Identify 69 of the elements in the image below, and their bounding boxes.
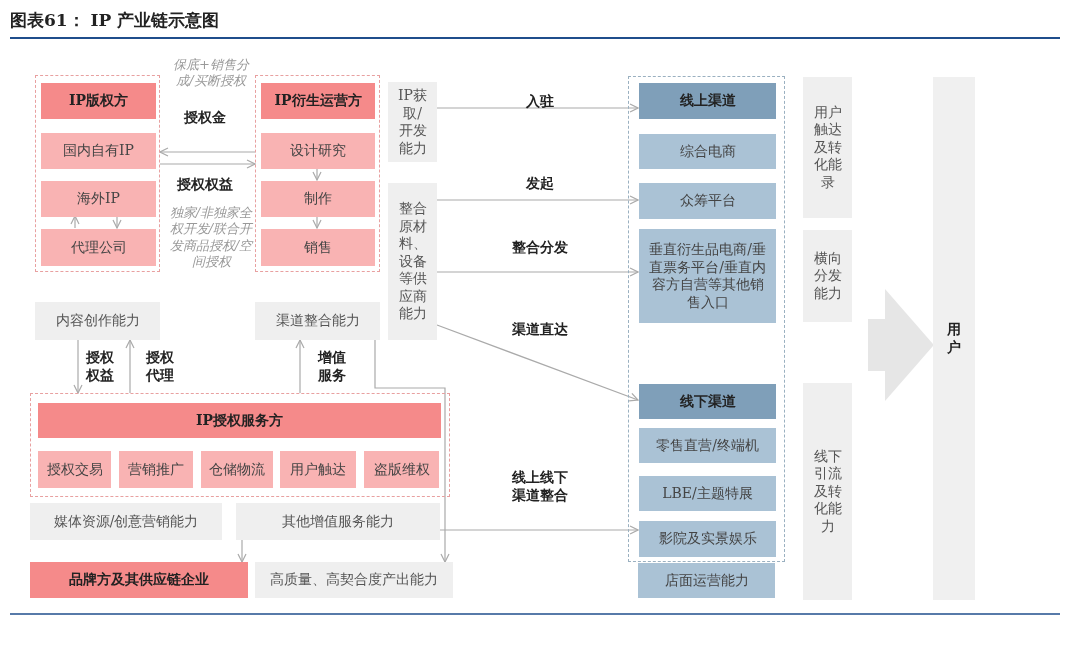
capability-box: 其他增值服务能力 — [236, 503, 440, 540]
capability-box: 媒体资源/创意营销能力 — [30, 503, 222, 540]
item-box: 影院及实景娱乐 — [639, 521, 776, 557]
edge-label: 授权权益 — [86, 348, 114, 385]
header-bar: IP衍生运营方 — [261, 83, 375, 119]
arrow — [436, 195, 639, 205]
arrow — [312, 215, 322, 229]
edge-label: 增值服务 — [318, 348, 346, 385]
item-box: LBE/主题特展 — [639, 476, 776, 511]
header-bar: 线上渠道 — [639, 83, 776, 119]
arrow — [237, 539, 247, 563]
user-column: 用户 — [933, 77, 975, 600]
item-box: 销售 — [261, 229, 375, 266]
arrow — [159, 159, 256, 169]
item-box: 仓储物流 — [201, 451, 273, 488]
arrow — [436, 324, 639, 402]
group-frame — [30, 393, 450, 497]
group-frame — [35, 75, 160, 272]
item-box: 店面运营能力 — [638, 563, 775, 598]
header-bar: 线下渠道 — [639, 384, 776, 419]
arrow — [159, 147, 256, 157]
arrow — [73, 339, 83, 394]
arrow — [436, 103, 639, 113]
arrow — [70, 215, 80, 229]
capability-box: 整合原材料、设备等供应商能力 — [388, 183, 437, 340]
arrow — [125, 339, 135, 394]
title: 图表61： IP 产业链示意图 — [10, 9, 220, 32]
note-text: 独家/非独家全权开发/联合开发商品授权/空间授权 — [168, 205, 255, 270]
block-arrow — [868, 289, 934, 401]
edge-label: 授权代理 — [146, 348, 174, 385]
capability-box: 用户触达及转化能录 — [803, 77, 852, 218]
edge-label: 发起 — [525, 174, 555, 193]
item-box: 零售直营/终端机 — [639, 428, 776, 463]
capability-box: 渠道整合能力 — [255, 302, 380, 340]
item-box: 垂直衍生品电商/垂直票务平台/垂直内容方自营等其他销售入口 — [639, 229, 776, 323]
arrow — [439, 525, 639, 535]
item-box: 国内自有IP — [41, 133, 156, 169]
edge-label: 授权金 — [183, 108, 227, 127]
item-box: 盗版维权 — [364, 451, 439, 488]
edge-label: 整合分发 — [511, 238, 569, 257]
item-box: 众筹平台 — [639, 183, 776, 219]
header-bar: IP授权服务方 — [38, 403, 441, 438]
capability-box: IP获取/开发能力 — [388, 82, 437, 162]
item-box: 制作 — [261, 181, 375, 217]
item-box: 授权交易 — [38, 451, 111, 488]
capability-box: 高质量、高契合度产出能力 — [255, 562, 453, 598]
capability-box: 内容创作能力 — [35, 302, 160, 340]
group-frame — [628, 76, 785, 562]
group-frame — [255, 75, 380, 272]
edge-label: 线上线下渠道整合 — [511, 468, 569, 505]
item-box: 综合电商 — [639, 134, 776, 169]
edge-label: 入驻 — [525, 92, 555, 111]
item-box: 代理公司 — [41, 229, 156, 266]
header-bar: 品牌方及其供应链企业 — [30, 562, 248, 598]
item-box: 设计研究 — [261, 133, 375, 169]
edge-label: 渠道直达 — [511, 320, 569, 339]
item-box: 营销推广 — [119, 451, 193, 488]
arrow — [374, 339, 450, 563]
item-box: 用户触达 — [280, 451, 356, 488]
arrow — [312, 167, 322, 181]
edge-label: 授权权益 — [176, 175, 234, 194]
capability-box: 横向分发能力 — [803, 230, 852, 322]
item-box: 海外IP — [41, 181, 156, 217]
arrow — [295, 339, 305, 394]
arrow — [436, 267, 639, 277]
note-text: 保底+销售分成/买断授权 — [172, 57, 251, 90]
capability-box: 线下引流及转化能力 — [803, 383, 852, 600]
header-bar: IP版权方 — [41, 83, 156, 119]
arrow — [112, 215, 122, 229]
